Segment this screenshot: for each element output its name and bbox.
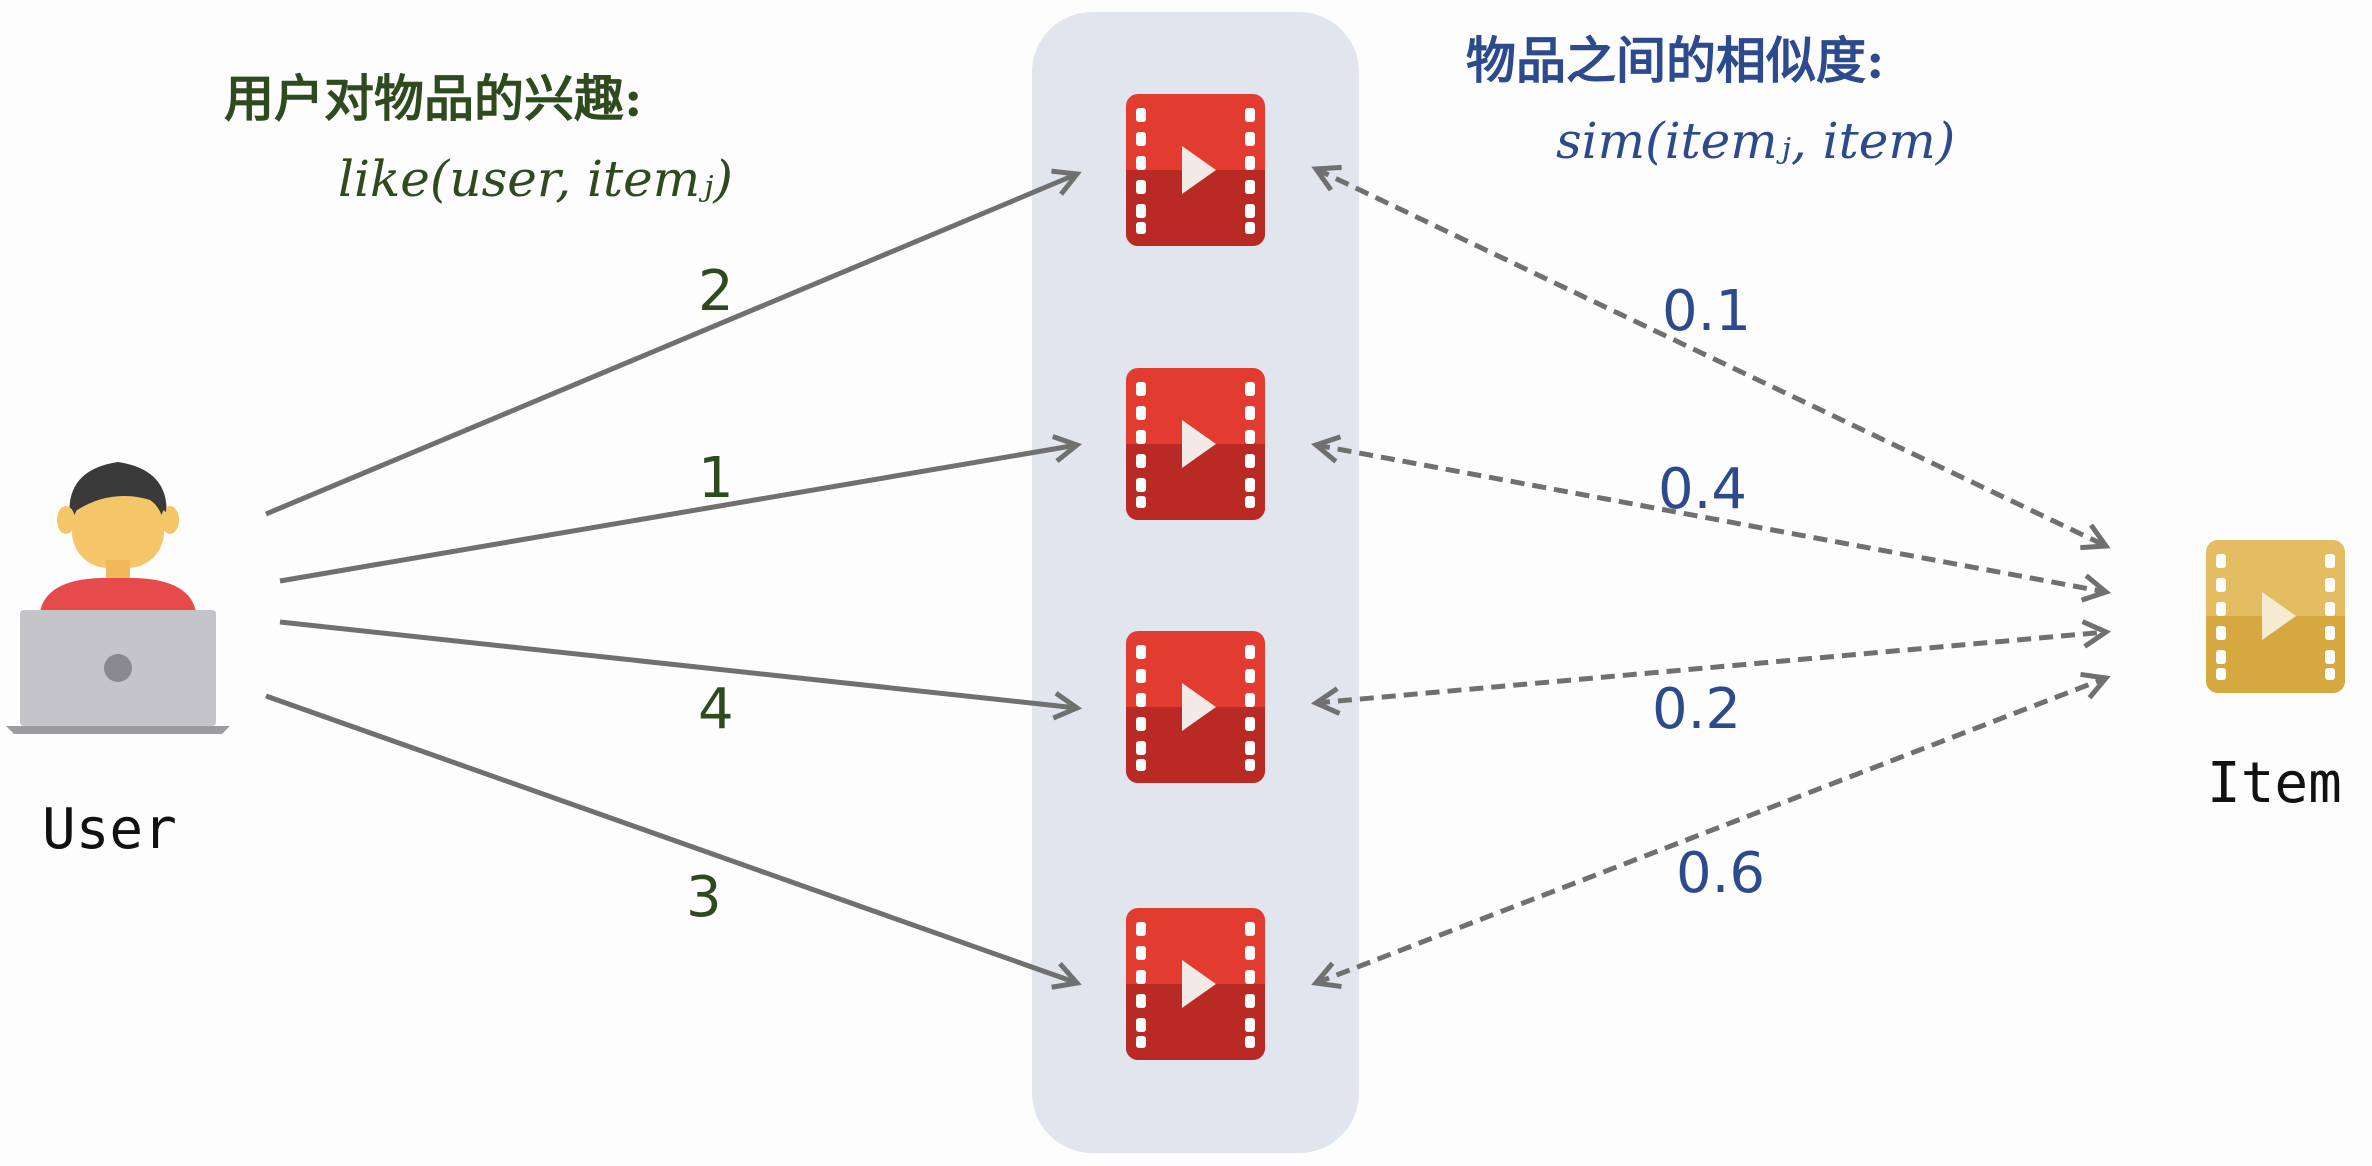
video-icon-item-4	[1126, 908, 1265, 1060]
similarity-3: 0.2	[1652, 677, 1741, 742]
video-icon-item-3	[1126, 631, 1265, 783]
like-arrow-1	[265, 174, 1077, 517]
like-score-3: 4	[698, 677, 734, 742]
like-score-2: 1	[698, 446, 734, 511]
video-icon-item-2	[1126, 368, 1265, 520]
candidate-items-panel	[1032, 12, 1359, 1153]
sim-arrow-2	[1316, 445, 2106, 592]
user-laptop-icon	[6, 462, 230, 734]
similarity-formula: sim(itemⱼ, item)	[1556, 112, 1955, 170]
similarity-1: 0.1	[1662, 279, 1751, 344]
similarity-2: 0.4	[1658, 457, 1747, 522]
user-label: User	[42, 797, 177, 862]
like-arrow-4	[265, 693, 1077, 983]
like-score-1: 2	[698, 259, 734, 324]
target-item-video-icon	[2206, 540, 2345, 693]
like-arrow-3	[279, 619, 1077, 708]
interest-formula: like(user, itemⱼ)	[338, 150, 733, 208]
like-score-4: 3	[686, 865, 722, 930]
similarity-title: 物品之间的相似度:	[1466, 31, 1884, 90]
similarity-4: 0.6	[1676, 841, 1765, 906]
item-label: Item	[2207, 751, 2342, 816]
video-icon-item-1	[1126, 94, 1265, 246]
sim-arrow-4	[1316, 678, 2106, 983]
like-arrow-2	[279, 445, 1077, 584]
interest-title: 用户对物品的兴趣:	[224, 69, 642, 128]
